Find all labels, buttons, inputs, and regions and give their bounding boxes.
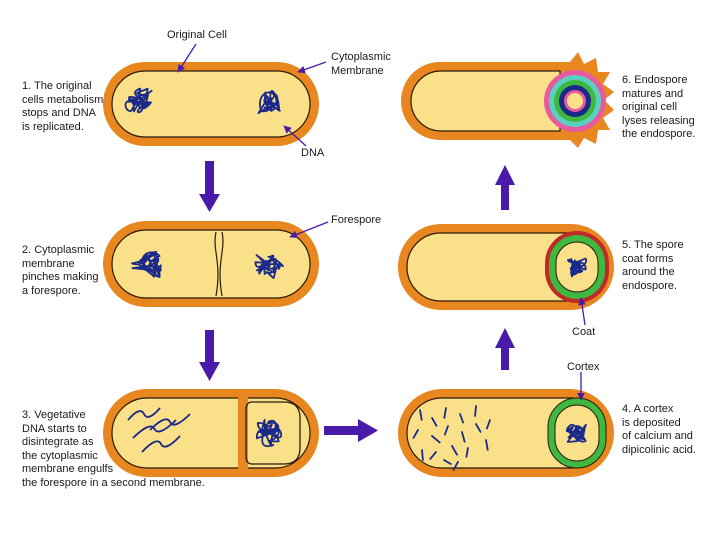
step-2-caption: 2. Cytoplasmic membrane pinches making a… (22, 244, 99, 297)
cell-step-4 (398, 389, 614, 477)
label-original-cell: Original Cell (167, 29, 227, 41)
pointer-coat (578, 297, 586, 326)
cell-2-septum-right (219, 231, 224, 297)
dna-fragment-cell4-15 (443, 459, 452, 465)
dna-fragment-cell4-11 (429, 451, 437, 460)
label-cortex: Cortex (567, 361, 600, 373)
label-pointers (177, 43, 586, 401)
step-5-caption: 5. The spore coat forms around the endos… (622, 239, 684, 292)
dna-tangle-cell2-left (131, 250, 162, 278)
dna-fragment-cell4-1 (431, 417, 438, 427)
arrow-step4-to-step5 (495, 328, 515, 370)
dna-fragment-cell4-5 (412, 429, 419, 439)
dna-fragment-cell4-14 (485, 439, 489, 451)
pointer-dna (283, 125, 307, 147)
arrow-step5-to-step6 (495, 165, 515, 210)
dna-fragment-cell4-12 (451, 445, 458, 456)
dna-fragment-cell4-10 (421, 449, 424, 461)
cell-step-6 (401, 52, 614, 148)
dna-fragment-cell3-0 (127, 407, 161, 421)
dna-fragment-cell3-1 (132, 419, 177, 439)
arrow-step1-to-step2 (199, 161, 220, 212)
cell-step-5 (398, 224, 614, 310)
label-dna: DNA (301, 147, 325, 159)
dna-fragment-cell4-6 (431, 435, 441, 444)
cell-2-septum-left (214, 231, 219, 297)
cell-6-cytoplasm (410, 70, 561, 132)
dna-fragment-cell3-3 (149, 413, 191, 431)
dna-tangle-cell2-right (254, 254, 284, 279)
step-4-caption: 4. A cortex is deposited of calcium and … (622, 403, 696, 456)
dna-fragment-cell4-13 (465, 447, 469, 458)
dna-fragment-cell4-2 (443, 407, 447, 419)
dna-fragment-cell4-17 (485, 419, 491, 430)
step-arrows (199, 161, 515, 442)
dna-fragment-cell4-8 (461, 431, 466, 443)
cell-1-cytoplasm (111, 70, 311, 138)
cell-step-1 (103, 62, 319, 146)
arrow-step3-to-step4 (324, 419, 378, 442)
pointer-forespore (289, 221, 329, 239)
dna-tangle-cell4-spore (565, 423, 587, 443)
dna-tangle-cell1-right (257, 90, 281, 115)
cell-6-core (567, 93, 583, 109)
step-3-caption: 3. Vegetative DNA starts to disintegrate… (22, 409, 205, 489)
label-forespore: Forespore (331, 214, 382, 226)
cell-step-2 (103, 221, 319, 307)
step-1-caption: 1. The original cells metabolism stops a… (22, 80, 104, 133)
pointer-original-cell (177, 43, 197, 73)
pointer-cytoplasmic-membrane (297, 61, 327, 74)
dna-fragment-cell4-7 (443, 425, 449, 436)
dna-fragment-cell4-9 (475, 423, 482, 433)
dna-tangle-cell1-left (124, 87, 153, 114)
arrow-step2-to-step3 (199, 330, 220, 381)
dna-layer (124, 87, 588, 471)
step-6-caption: 6. Endospore matures and original cell l… (622, 74, 696, 140)
cell-3-engulfing-membrane (245, 401, 301, 465)
cell-2-cytoplasm (111, 229, 311, 299)
cell-3-partition (238, 393, 248, 473)
cell-3-cytoplasm (111, 397, 311, 469)
label-coat: Coat (572, 326, 596, 338)
dna-fragment-cell4-16 (452, 461, 459, 471)
dna-fragment-cell4-3 (459, 413, 465, 424)
dna-fragment-cell4-0 (419, 409, 423, 421)
label-cytoplasmic-membrane: Cytoplasmic Membrane (331, 51, 391, 77)
dna-fragment-cell3-2 (141, 435, 181, 453)
dna-tangle-cell5-spore (567, 257, 588, 278)
dna-tangle-cell3-forespore (255, 419, 283, 448)
dna-fragment-cell4-4 (474, 405, 477, 417)
